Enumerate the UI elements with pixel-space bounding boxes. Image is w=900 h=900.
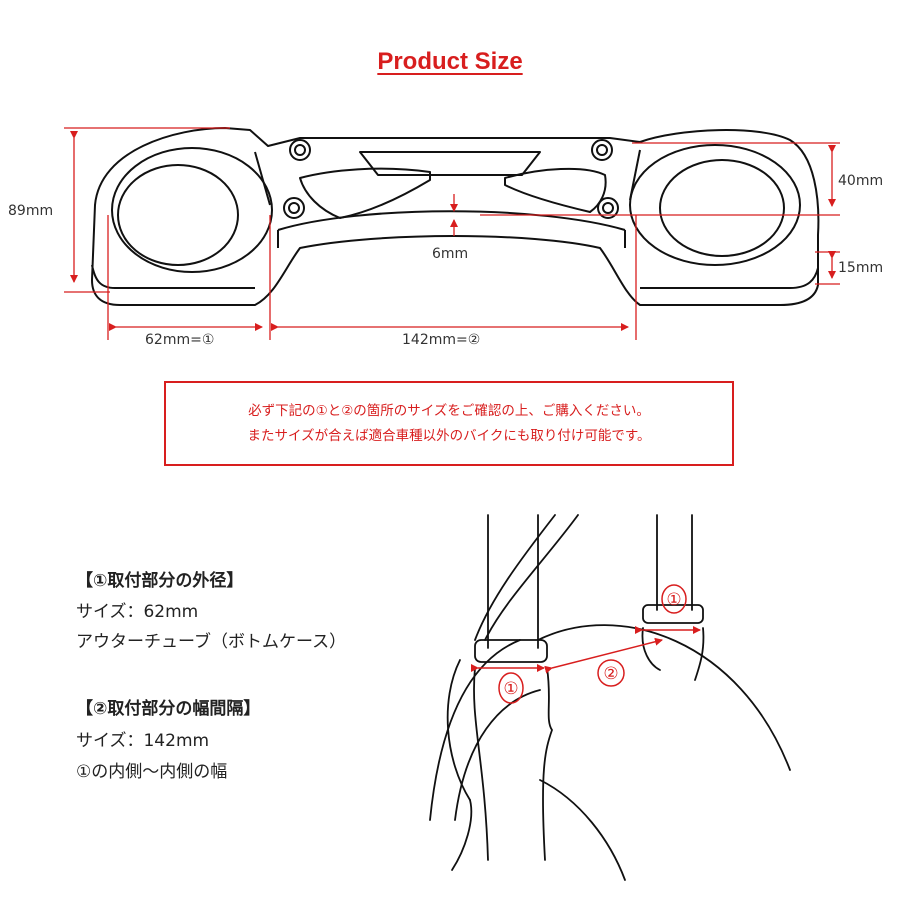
fork-sketch — [429, 514, 791, 881]
spec2-heading: 【②取付部分の幅間隔】 — [76, 699, 261, 719]
bolt-icon — [283, 197, 305, 219]
dim-62mm: 62mm=① — [145, 332, 215, 348]
bolt-icon — [591, 139, 613, 161]
dim-6mm: 6mm — [432, 246, 469, 262]
dim-15mm: 15mm — [838, 260, 884, 276]
fork-brace-drawing — [91, 127, 820, 306]
notice-line-1: 必ず下記の①と②の箇所のサイズをご確認の上、ご購入ください。 — [248, 403, 650, 419]
spec1-size: サイズ：62mm — [76, 602, 199, 622]
spec1-desc: アウターチューブ（ボトムケース） — [76, 632, 347, 652]
dim-142mm: 142mm=② — [402, 332, 481, 348]
bolt-icon — [289, 139, 311, 161]
notice-line-2: またサイズが合えば適合車種以外のバイクにも取り付け可能です。 — [247, 428, 651, 444]
notice-box: 必ず下記の①と②の箇所のサイズをご確認の上、ご購入ください。 またサイズが合えば… — [164, 381, 734, 466]
bolt-icon — [597, 197, 619, 219]
fork-label-one: ① — [503, 679, 518, 699]
dim-40mm: 40mm — [838, 173, 884, 189]
dimension-lines — [64, 127, 840, 340]
spec2-desc: ①の内側〜内側の幅 — [76, 762, 228, 782]
page-title: Product Size — [377, 48, 523, 75]
fork-label-two: ② — [603, 664, 618, 684]
dim-89mm: 89mm — [8, 203, 54, 219]
spec1-heading: 【①取付部分の外径】 — [76, 571, 244, 591]
spec2-size: サイズ：142mm — [76, 731, 210, 751]
fork-markers — [471, 584, 701, 704]
fork-label-one-upper: ① — [666, 590, 681, 610]
